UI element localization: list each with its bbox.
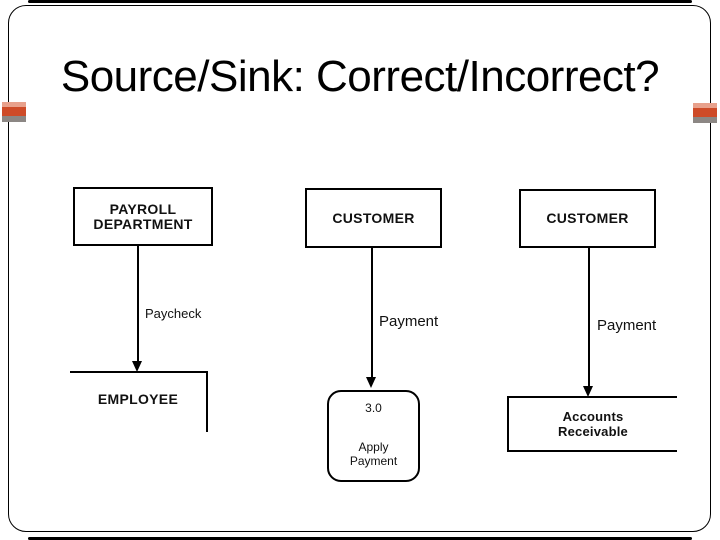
accounts-receivable-label: Accounts Receivable (558, 409, 628, 439)
customer-label-right: CUSTOMER (546, 210, 629, 226)
payment-arrow-line-right (588, 248, 590, 387)
customer-label-middle: CUSTOMER (332, 209, 415, 226)
accent-stripe-salmon (693, 103, 717, 108)
bottom-frame-line (28, 537, 692, 540)
payroll-department-source-box: PAYROLL DEPARTMENT (73, 187, 213, 246)
apply-payment-process-box: 3.0 Apply Payment (327, 390, 420, 482)
paycheck-flow-label: Paycheck (145, 306, 202, 321)
accounts-receivable-sink-box: Accounts Receivable (507, 396, 677, 452)
accent-stripe-orange (2, 107, 26, 116)
customer-source-box-middle: CUSTOMER (305, 188, 442, 248)
employee-label: EMPLOYEE (97, 391, 179, 407)
apply-payment-process-label: Apply Payment (349, 440, 398, 468)
customer-source-box-right: CUSTOMER (519, 189, 656, 248)
accent-stripe-salmon (2, 102, 26, 107)
employee-sink-box: EMPLOYEE (70, 371, 208, 432)
payment-arrowhead-icon-middle (366, 377, 376, 388)
right-accent-bar (693, 103, 717, 123)
paycheck-arrowhead-icon (132, 361, 142, 372)
top-frame-line (28, 0, 692, 3)
payment-flow-label-middle: Payment (379, 313, 439, 330)
paycheck-arrow-line (137, 246, 139, 362)
process-number-label: 3.0 (365, 401, 382, 415)
left-accent-bar (2, 102, 26, 122)
accent-stripe-gray (693, 117, 717, 123)
payment-arrow-line-middle (371, 248, 373, 378)
accent-stripe-gray (2, 116, 26, 122)
payment-flow-label-right: Payment (597, 317, 657, 334)
payment-arrowhead-icon-right (583, 386, 593, 397)
accent-stripe-orange (693, 108, 717, 117)
slide-title: Source/Sink: Correct/Incorrect? (60, 52, 660, 101)
payroll-department-label: PAYROLL DEPARTMENT (93, 200, 193, 232)
